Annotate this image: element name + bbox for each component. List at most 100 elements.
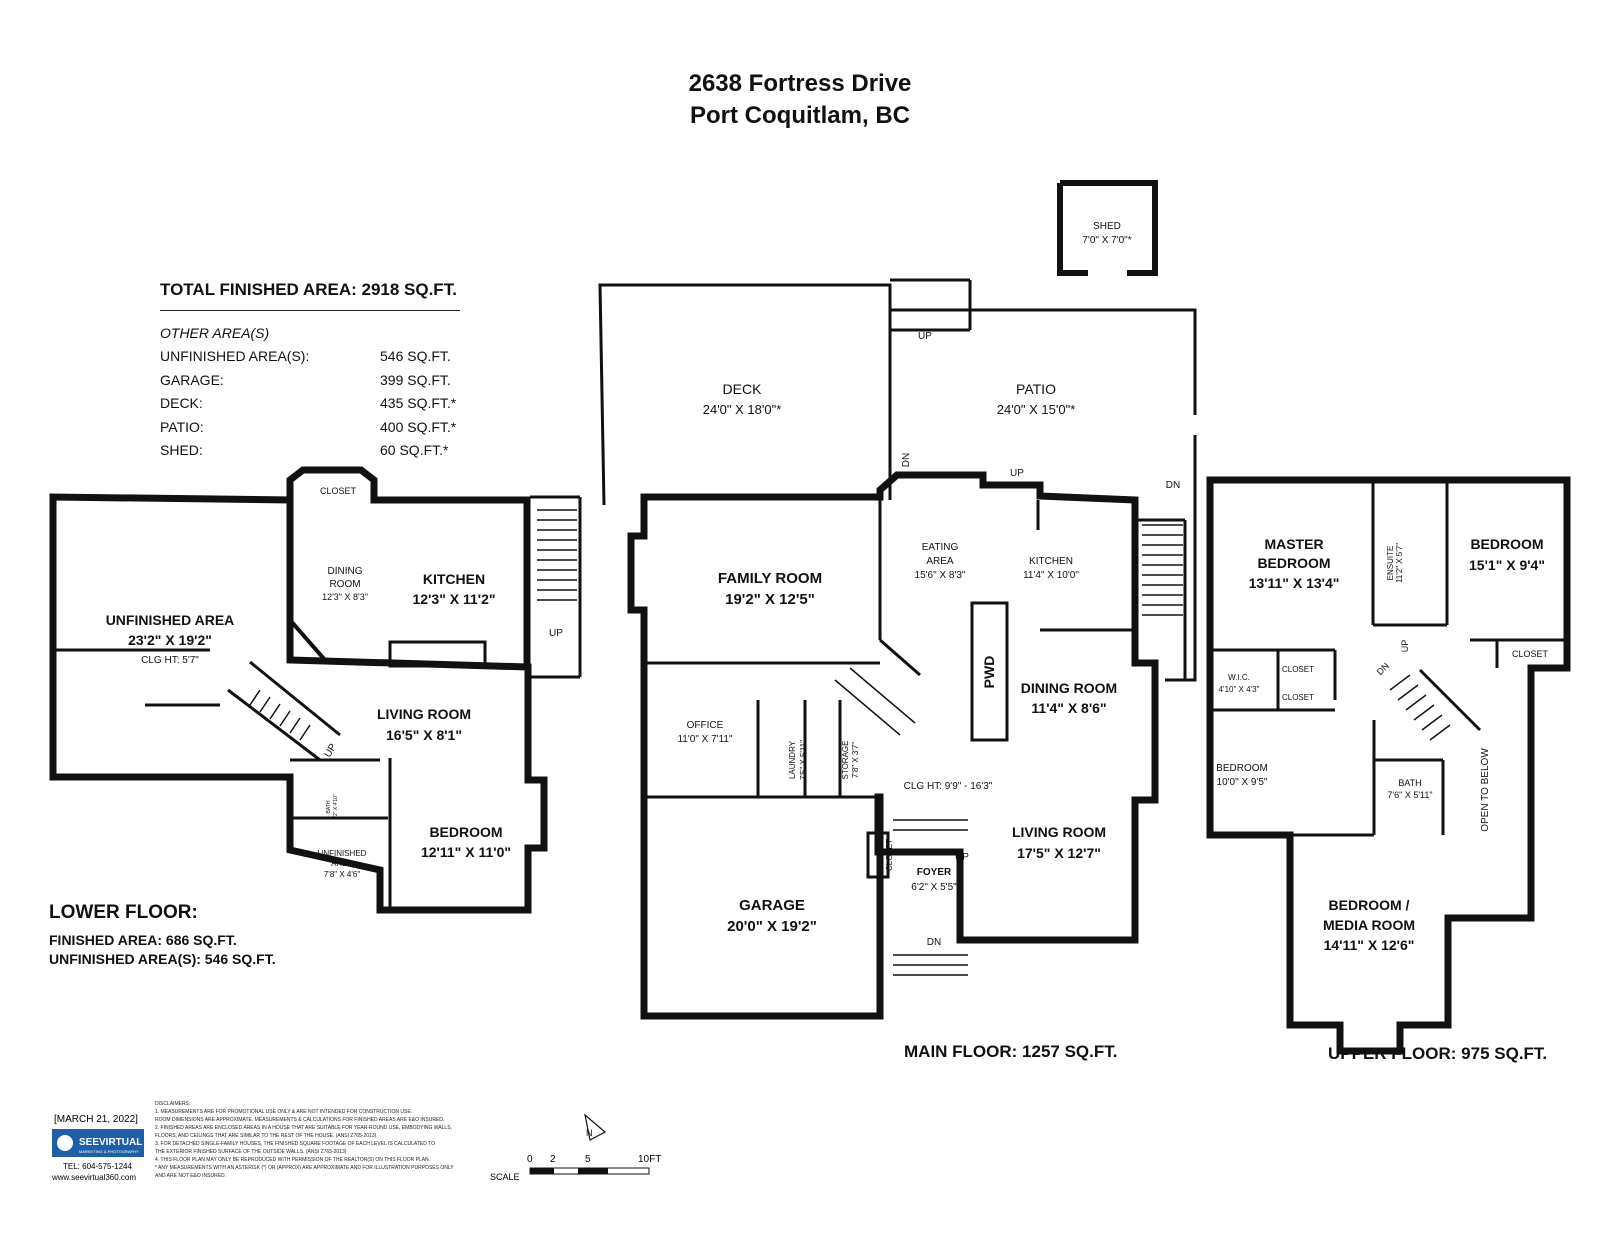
disclaimers: DISCLAIMERS: 1. MEASUREMENTS ARE FOR PRO…: [155, 1101, 454, 1179]
upper-ensuite: ENSUITE: [1386, 546, 1395, 581]
lower-dining-name2: ROOM: [329, 579, 360, 590]
lower-floor-plan: [49, 466, 548, 914]
disclaimer-line: 1. MEASUREMENTS ARE FOR PROMOTIONAL USE …: [155, 1109, 412, 1115]
upper-wic-dim: 4'10" X 4'3": [1219, 685, 1260, 694]
main-stairs: [834, 524, 1183, 976]
main-patio-name: PATIO: [1016, 381, 1056, 397]
lower-bath-dim: 6'2" X 4'10": [333, 794, 339, 820]
main-foyer-name: FOYER: [917, 867, 952, 878]
lower-dining-dim: 12'3" X 8'3": [322, 592, 368, 602]
main-floor-heading: MAIN FLOOR: 1257 SQ.FT.: [904, 1042, 1118, 1061]
scale-tick: 10FT: [638, 1154, 661, 1165]
lower-bath: BATH: [326, 800, 332, 813]
lower-stairs: [249, 509, 577, 741]
logo-mark-icon: [57, 1135, 73, 1151]
area-summary: TOTAL FINISHED AREA: 2918 SQ.FT. OTHER A…: [160, 280, 460, 466]
disclaimer-line: 3. FOR DETACHED SINGLE-FAMILY HOUSES, TH…: [155, 1141, 435, 1147]
main-family-dim: 19'2" X 12'5": [725, 591, 815, 608]
summary-row: DECK:435 SQ.FT.*: [160, 395, 457, 411]
main-foyer-dim: 6'2" X 5'5": [911, 882, 957, 893]
contact-tel: TEL: 604-575-1244: [63, 1162, 132, 1171]
lower-unfinished-name: UNFINISHED AREA: [106, 612, 235, 628]
main-living-name: LIVING ROOM: [1012, 824, 1106, 840]
main-eating-name: EATING: [922, 542, 959, 553]
main-dn-label-2: DN: [901, 453, 912, 467]
main-garage-dim: 20'0" X 19'2": [727, 918, 817, 935]
main-up-label-2: UP: [1010, 468, 1024, 479]
lower-bedroom-name: BEDROOM: [429, 824, 502, 840]
upper-up-label: UP: [1400, 640, 1410, 653]
upper-closet-3: CLOSET: [1282, 693, 1314, 702]
lower-walls-detail: [53, 495, 582, 910]
disclaimer-line: AND ARE NOT E&O INSURED.: [155, 1173, 226, 1179]
main-garage-name: GARAGE: [739, 897, 805, 914]
scale-tick: 5: [585, 1154, 591, 1165]
lower-unfinished-area: UNFINISHED AREA(S): 546 SQ.FT.: [49, 951, 276, 967]
main-clg: CLG HT: 9'9" - 16'3": [904, 781, 993, 792]
main-up-label: UP: [918, 331, 932, 342]
lower-living-dim: 16'5" X 8'1": [386, 727, 462, 743]
main-office-name: OFFICE: [687, 720, 724, 731]
main-dn-label-3: DN: [927, 937, 941, 948]
scale-tick: 2: [550, 1154, 556, 1165]
main-laundry: LAUNDRY: [788, 740, 797, 779]
summary-row: SHED:60 SQ.FT.*: [160, 442, 449, 458]
upper-master-name: MASTER: [1264, 536, 1323, 552]
disclaimer-line: * ANY MEASUREMENTS WITH AN ASTERISK (*) …: [155, 1165, 454, 1171]
lower-living-name: LIVING ROOM: [377, 706, 471, 722]
disclaimer-line: DISCLAIMERS:: [155, 1101, 190, 1107]
upper-media-name2: MEDIA ROOM: [1323, 917, 1415, 933]
other-areas-heading: OTHER AREA(S): [160, 325, 270, 341]
upper-interior-walls: [1210, 480, 1567, 837]
main-floor-outline: [627, 471, 1159, 1020]
main-dining-name: DINING ROOM: [1021, 680, 1117, 696]
lower-up-label: UP: [549, 628, 563, 639]
main-deck-name: DECK: [723, 381, 763, 397]
upper-wic: W.I.C.: [1228, 673, 1250, 682]
upper-ensuite-dim: 11'2" X 5'7": [1395, 543, 1404, 583]
lower-unf2-name2: AREA: [331, 859, 353, 868]
main-kitchen-name: KITCHEN: [1029, 556, 1073, 567]
main-shed: [1057, 180, 1158, 276]
upper-media-name: BEDROOM /: [1329, 897, 1410, 913]
main-interior-walls: [644, 490, 1187, 879]
main-eating-dim: 15'6" X 8'3": [915, 570, 966, 581]
main-storage-dim: 7'8" X 3'7": [851, 742, 860, 778]
upper-closet-2: CLOSET: [1282, 665, 1314, 674]
upper-bed2-name: BEDROOM: [1216, 763, 1268, 774]
upper-master-name2: BEDROOM: [1257, 555, 1330, 571]
lower-dining-name: DINING: [328, 566, 363, 577]
lower-up-label-2: UP: [323, 742, 340, 760]
lower-finished-area: FINISHED AREA: 686 SQ.FT.: [49, 932, 237, 948]
lower-floor-heading: LOWER FLOOR:: [49, 902, 198, 923]
north-arrow-icon: N: [584, 1113, 607, 1141]
plan-date: [MARCH 21, 2022]: [54, 1114, 138, 1125]
upper-open-below: OPEN TO BELOW: [1480, 748, 1491, 832]
main-living-dim: 17'5" X 12'7": [1017, 845, 1101, 861]
main-kitchen-dim: 11'4" X 10'0": [1023, 570, 1079, 581]
lower-unf2-name: UNFINISHED: [318, 849, 367, 858]
disclaimer-line: 2. FINISHED AREAS ARE ENCLOSED AREAS IN …: [155, 1125, 452, 1131]
lower-unfinished-clg: CLG HT: 5'7": [141, 655, 199, 666]
scale-label: SCALE: [490, 1172, 520, 1182]
summary-row: UNFINISHED AREA(S):546 SQ.FT.: [160, 348, 451, 364]
lower-kitchen-dim: 12'3" X 11'2": [413, 591, 496, 607]
lower-bedroom-dim: 12'11" X 11'0": [421, 844, 511, 860]
lower-unfinished-dim: 23'2" X 19'2": [128, 632, 212, 648]
upper-bed1-name: BEDROOM: [1470, 536, 1543, 552]
main-dn-label: DN: [1166, 480, 1180, 491]
main-up-label-3: UP: [955, 852, 969, 863]
main-dining-dim: 11'4" X 8'6": [1031, 700, 1106, 716]
main-laundry-dim: 7'5" X 5'11": [799, 740, 808, 780]
upper-dn-label: DN: [1375, 661, 1391, 677]
total-finished-area: TOTAL FINISHED AREA: 2918 SQ.FT.: [160, 280, 460, 311]
main-shed-dim: 7'0" X 7'0"*: [1082, 235, 1131, 246]
disclaimer-line: ROOM DIMENSIONS ARE APPROXIMATE. MEASURE…: [155, 1117, 444, 1123]
upper-bed1-dim: 15'1" X 9'4": [1469, 557, 1545, 573]
upper-media-dim: 14'11" X 12'6": [1324, 937, 1415, 953]
scale-bar: 0 2 5 10FT SCALE: [490, 1154, 661, 1182]
upper-closet: CLOSET: [1512, 649, 1549, 659]
main-closet: CLOSET: [885, 839, 894, 871]
lower-kitchen-name: KITCHEN: [423, 571, 485, 587]
